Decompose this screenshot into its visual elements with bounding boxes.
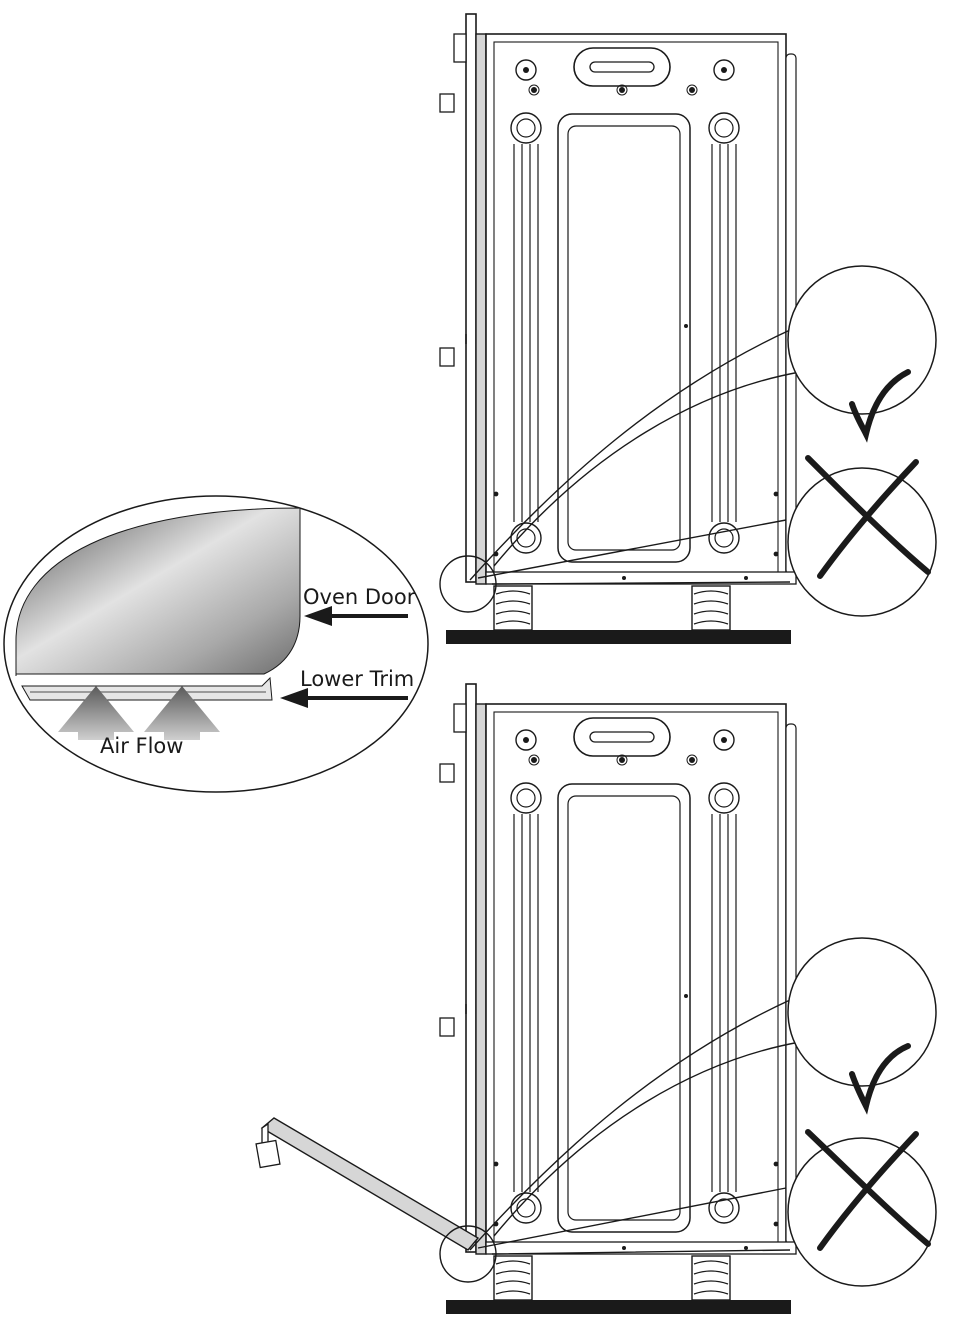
detail-incorrect-bottom [787, 1129, 937, 1287]
open-door [255, 1117, 480, 1251]
detail-correct-top [787, 265, 937, 443]
scene-door-open [255, 683, 937, 1315]
scene-door-closed [439, 13, 937, 645]
callout-incorrect-bottom [477, 1187, 791, 1255]
x-mark-icon [805, 1129, 931, 1251]
callout-incorrect-top [477, 519, 791, 585]
magnifier-spot-bottom [439, 1225, 497, 1283]
oven-door-section [15, 507, 301, 676]
oven-side-view-top [439, 13, 797, 645]
lower-trim-arrow [280, 688, 408, 708]
callout-correct-bottom [469, 999, 801, 1251]
lower-trim-label: Lower Trim [300, 667, 414, 691]
oven-door-label: Oven Door [303, 585, 416, 609]
oven-door-arrow [304, 606, 408, 626]
checkmark-icon [849, 1043, 911, 1115]
magnifier-spot-top [439, 555, 497, 613]
checkmark-icon [849, 369, 911, 443]
x-mark-icon [805, 455, 931, 579]
airflow-arrows [58, 686, 220, 740]
callout-correct-top [469, 329, 801, 581]
oven-side-view-bottom [439, 683, 797, 1315]
detail-correct-bottom [787, 937, 937, 1115]
air-flow-label: Air Flow [100, 734, 183, 758]
detail-incorrect-top [787, 455, 937, 617]
zoom-callout: Oven Door Lower Trim Air Flow [3, 495, 429, 793]
lower-trim-section [21, 676, 273, 701]
